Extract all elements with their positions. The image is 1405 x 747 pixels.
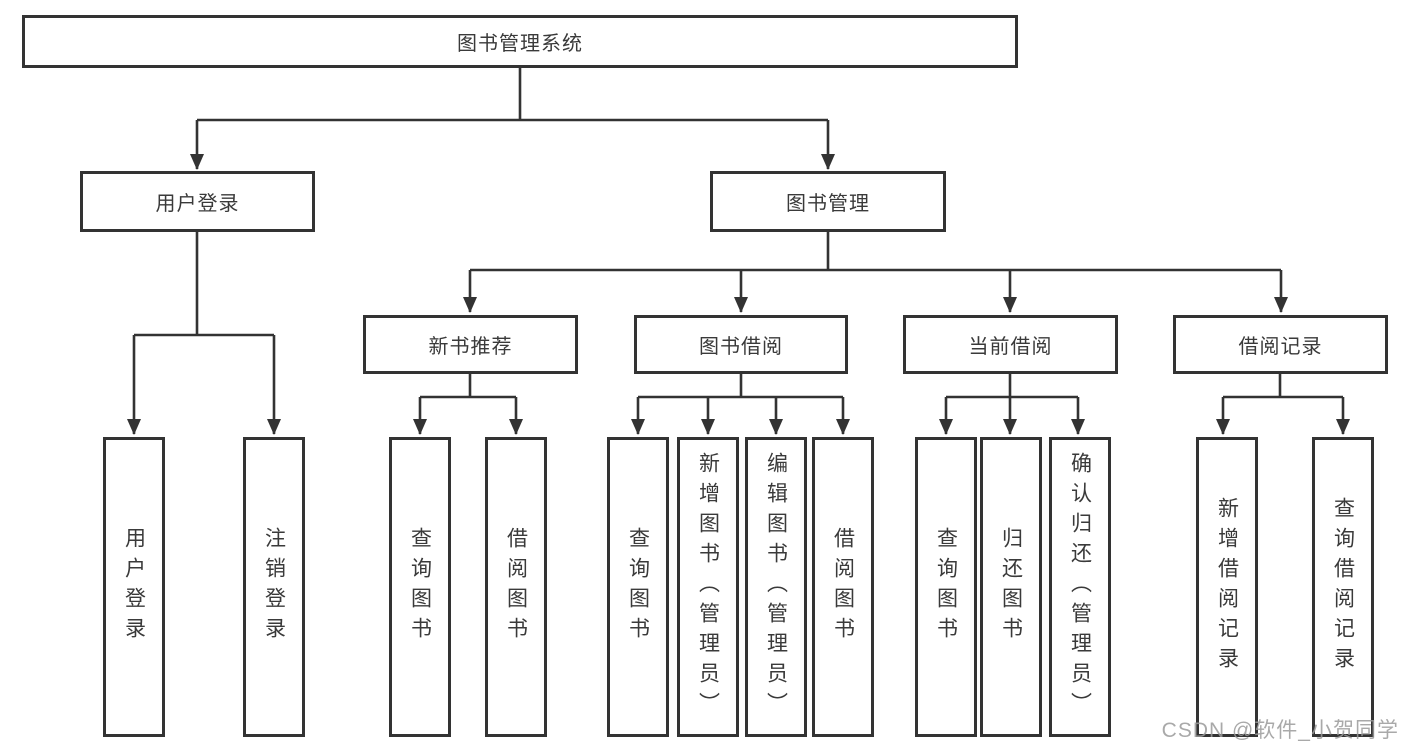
- leaf-user-login: 用户登录: [103, 437, 165, 737]
- node-label: 图书管理系统: [457, 33, 583, 55]
- node-label: 查询图书: [408, 527, 432, 647]
- leaf-confirm-return-admin: 确认归还（管理员）: [1049, 437, 1111, 737]
- node-label: 图书借阅: [699, 336, 783, 358]
- node-label: 查询图书: [626, 527, 650, 647]
- node-label: 新增借阅记录: [1215, 497, 1239, 677]
- leaf-query-books-borrow: 查询图书: [607, 437, 669, 737]
- node-label: 用户登录: [122, 527, 146, 647]
- node-current-borrow: 当前借阅: [903, 315, 1118, 374]
- leaf-query-books-recommend: 查询图书: [389, 437, 451, 737]
- node-root-system: 图书管理系统: [22, 15, 1018, 68]
- node-user-login: 用户登录: [80, 171, 315, 232]
- leaf-add-books-admin: 新增图书（管理员）: [677, 437, 739, 737]
- node-label: 查询图书: [934, 527, 958, 647]
- node-label: 借阅记录: [1238, 336, 1323, 358]
- leaf-return-books: 归还图书: [980, 437, 1042, 737]
- leaf-add-borrow-record: 新增借阅记录: [1196, 437, 1258, 737]
- csdn-watermark: CSDN @软件_小贺同学: [1161, 719, 1399, 742]
- node-new-book-recommend: 新书推荐: [363, 315, 578, 374]
- leaf-borrow-books-recommend: 借阅图书: [485, 437, 547, 737]
- node-book-borrow: 图书借阅: [634, 315, 848, 374]
- node-label: 借阅图书: [831, 527, 855, 647]
- node-book-management: 图书管理: [710, 171, 946, 232]
- leaf-logout: 注销登录: [243, 437, 305, 737]
- leaf-query-borrow-record: 查询借阅记录: [1312, 437, 1374, 737]
- leaf-borrow-books: 借阅图书: [812, 437, 874, 737]
- node-label: 新书推荐: [428, 336, 513, 358]
- node-label: 注销登录: [262, 527, 286, 647]
- leaf-query-books-current: 查询图书: [915, 437, 977, 737]
- node-label: 归还图书: [999, 527, 1023, 647]
- node-label: 借阅图书: [504, 527, 528, 647]
- node-borrow-records: 借阅记录: [1173, 315, 1388, 374]
- node-label: 编辑图书（管理员）: [764, 452, 788, 722]
- node-label: 图书管理: [786, 193, 870, 215]
- node-label: 当前借阅: [968, 336, 1053, 358]
- leaf-edit-books-admin: 编辑图书（管理员）: [745, 437, 807, 737]
- node-label: 用户登录: [155, 193, 240, 215]
- node-label: 新增图书（管理员）: [696, 452, 720, 722]
- node-label: 确认归还（管理员）: [1068, 452, 1092, 722]
- node-label: 查询借阅记录: [1331, 497, 1355, 677]
